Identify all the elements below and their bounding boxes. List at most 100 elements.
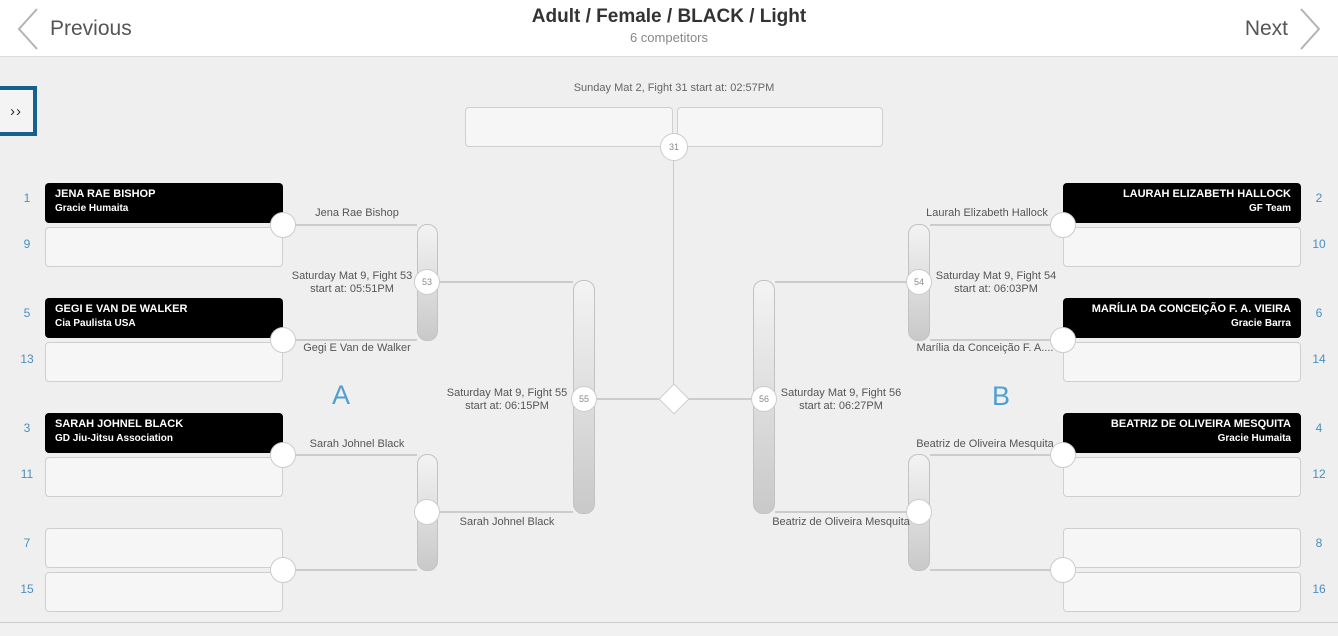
advancer-name: Marília da Conceição F. A.... — [916, 342, 1054, 354]
connector-line — [427, 281, 573, 283]
competitor-box-seed3[interactable]: SARAH JOHNEL BLACK GD Jiu-Jitsu Associat… — [45, 413, 283, 453]
final-fight-node[interactable]: 31 — [660, 133, 688, 161]
fight-schedule-line1: Saturday Mat 9, Fight 55 — [446, 387, 568, 399]
seed-number: 8 — [1315, 536, 1323, 550]
double-chevron-icon: ›› — [10, 102, 22, 120]
seed-number: 7 — [23, 536, 31, 550]
fight-schedule-56: Saturday Mat 9, Fight 56 start at: 06:27… — [771, 387, 911, 413]
competitor-team: Gracie Barra — [1230, 318, 1291, 329]
competitor-box-seed5[interactable]: GEGI E VAN DE WALKER Cia Paulista USA — [45, 298, 283, 338]
page-title: Adult / Female / BLACK / Light — [531, 6, 807, 27]
seed-number: 12 — [1312, 467, 1326, 481]
advancer-name: Laurah Elizabeth Hallock — [926, 207, 1048, 219]
competitor-box-seed2[interactable]: LAURAH ELIZABETH HALLOCK GF Team — [1063, 183, 1301, 223]
connector-line — [930, 569, 1063, 571]
pair-node — [1050, 212, 1076, 238]
seed-number: 13 — [20, 352, 34, 366]
pair-node — [270, 327, 296, 353]
previous-button[interactable]: Previous — [14, 0, 132, 57]
seed-number: 14 — [1312, 352, 1326, 366]
pair-node — [1050, 327, 1076, 353]
fight-schedule-55: Saturday Mat 9, Fight 55 start at: 06:15… — [437, 387, 577, 413]
fight-node-53[interactable]: 53 — [414, 269, 440, 295]
final-schedule: Sunday Mat 2, Fight 31 start at: 02:57PM — [573, 82, 775, 94]
competitor-box-empty — [45, 457, 283, 497]
final-stem-line — [673, 147, 674, 399]
connector-line — [283, 454, 417, 456]
chevron-left-icon — [17, 7, 38, 50]
chevron-right-icon — [1300, 7, 1321, 50]
advancer-name: Jena Rae Bishop — [315, 207, 399, 219]
connector-line — [930, 224, 1063, 226]
competitor-box-empty — [1063, 227, 1301, 267]
fight-number: 54 — [913, 277, 924, 287]
connector-line — [283, 224, 417, 226]
final-slot-left — [465, 107, 673, 147]
connector-line — [686, 398, 764, 400]
fight-number: 53 — [421, 277, 432, 287]
fight-schedule-line2: start at: 06:03PM — [954, 283, 1038, 295]
competitor-box-empty — [1063, 572, 1301, 612]
connector-line — [427, 511, 573, 513]
fight-schedule-line1: Saturday Mat 9, Fight 56 — [780, 387, 902, 399]
competitor-count: 6 competitors — [629, 30, 709, 45]
pair-node — [270, 442, 296, 468]
fight-schedule-line1: Saturday Mat 9, Fight 54 — [935, 270, 1057, 282]
competitor-box-seed4[interactable]: BEATRIZ DE OLIVEIRA MESQUITA Gracie Huma… — [1063, 413, 1301, 453]
fight-schedule-54: Saturday Mat 9, Fight 54 start at: 06:03… — [926, 270, 1066, 296]
seed-number: 5 — [23, 306, 31, 320]
connector-line — [283, 339, 417, 341]
competitor-name: SARAH JOHNEL BLACK — [55, 418, 184, 430]
seed-number: 9 — [23, 237, 31, 251]
fight-number: 56 — [758, 394, 769, 404]
seed-number: 4 — [1315, 421, 1323, 435]
fight-schedule-53: Saturday Mat 9, Fight 53 start at: 05:51… — [282, 270, 422, 296]
fight-schedule-line2: start at: 06:27PM — [799, 400, 883, 412]
competitor-name: GEGI E VAN DE WALKER — [55, 303, 188, 315]
competitor-team: GD Jiu-Jitsu Association — [55, 433, 173, 444]
competitor-box-seed6[interactable]: MARÍLIA DA CONCEIÇÃO F. A. VIEIRA Gracie… — [1063, 298, 1301, 338]
competitor-box-empty — [45, 227, 283, 267]
header-bar: Previous Adult / Female / BLACK / Light … — [0, 0, 1338, 57]
fight-node-bye — [414, 499, 440, 525]
seed-number: 16 — [1312, 582, 1326, 596]
seed-number: 11 — [20, 467, 34, 481]
final-slot-right — [677, 107, 883, 147]
competitor-box-empty — [1063, 528, 1301, 568]
pair-node — [1050, 442, 1076, 468]
seed-number: 15 — [20, 582, 34, 596]
competitor-box-empty — [1063, 457, 1301, 497]
fight-node-bye — [906, 499, 932, 525]
pair-node — [270, 557, 296, 583]
seed-number: 6 — [1315, 306, 1323, 320]
competitor-name: JENA RAE BISHOP — [55, 188, 156, 200]
fight-node-56[interactable]: 56 — [751, 386, 777, 412]
fight-schedule-line2: start at: 06:15PM — [465, 400, 549, 412]
competitor-team: GF Team — [1248, 203, 1291, 214]
connector-line — [283, 569, 417, 571]
section-label-a: A — [332, 380, 351, 410]
section-label-b: B — [992, 381, 1011, 411]
competitor-team: Gracie Humaita — [55, 203, 129, 214]
title-block: Adult / Female / BLACK / Light 6 competi… — [0, 0, 1338, 45]
seed-number: 1 — [23, 191, 31, 205]
final-fight-number: 31 — [668, 142, 679, 152]
competitor-name: MARÍLIA DA CONCEIÇÃO F. A. VIEIRA — [1091, 303, 1291, 315]
fight-number: 55 — [578, 394, 589, 404]
fight-node-55[interactable]: 55 — [571, 386, 597, 412]
competitor-box-empty — [45, 528, 283, 568]
competitor-team: Gracie Humaita — [1217, 433, 1291, 444]
seed-number: 2 — [1315, 191, 1323, 205]
competitor-team: Cia Paulista USA — [55, 318, 136, 329]
competitor-name: BEATRIZ DE OLIVEIRA MESQUITA — [1110, 418, 1291, 430]
fight-node-54[interactable]: 54 — [906, 269, 932, 295]
competitor-box-seed1[interactable]: JENA RAE BISHOP Gracie Humaita — [45, 183, 283, 223]
next-button[interactable]: Next — [1245, 0, 1324, 57]
connector-line — [930, 339, 1063, 341]
pair-node — [1050, 557, 1076, 583]
fight-schedule-line1: Saturday Mat 9, Fight 53 — [291, 270, 413, 282]
sidebar-expand-button[interactable]: ›› — [0, 86, 37, 136]
advancer-name: Gegi E Van de Walker — [303, 342, 411, 354]
fight-schedule-line2: start at: 05:51PM — [310, 283, 394, 295]
